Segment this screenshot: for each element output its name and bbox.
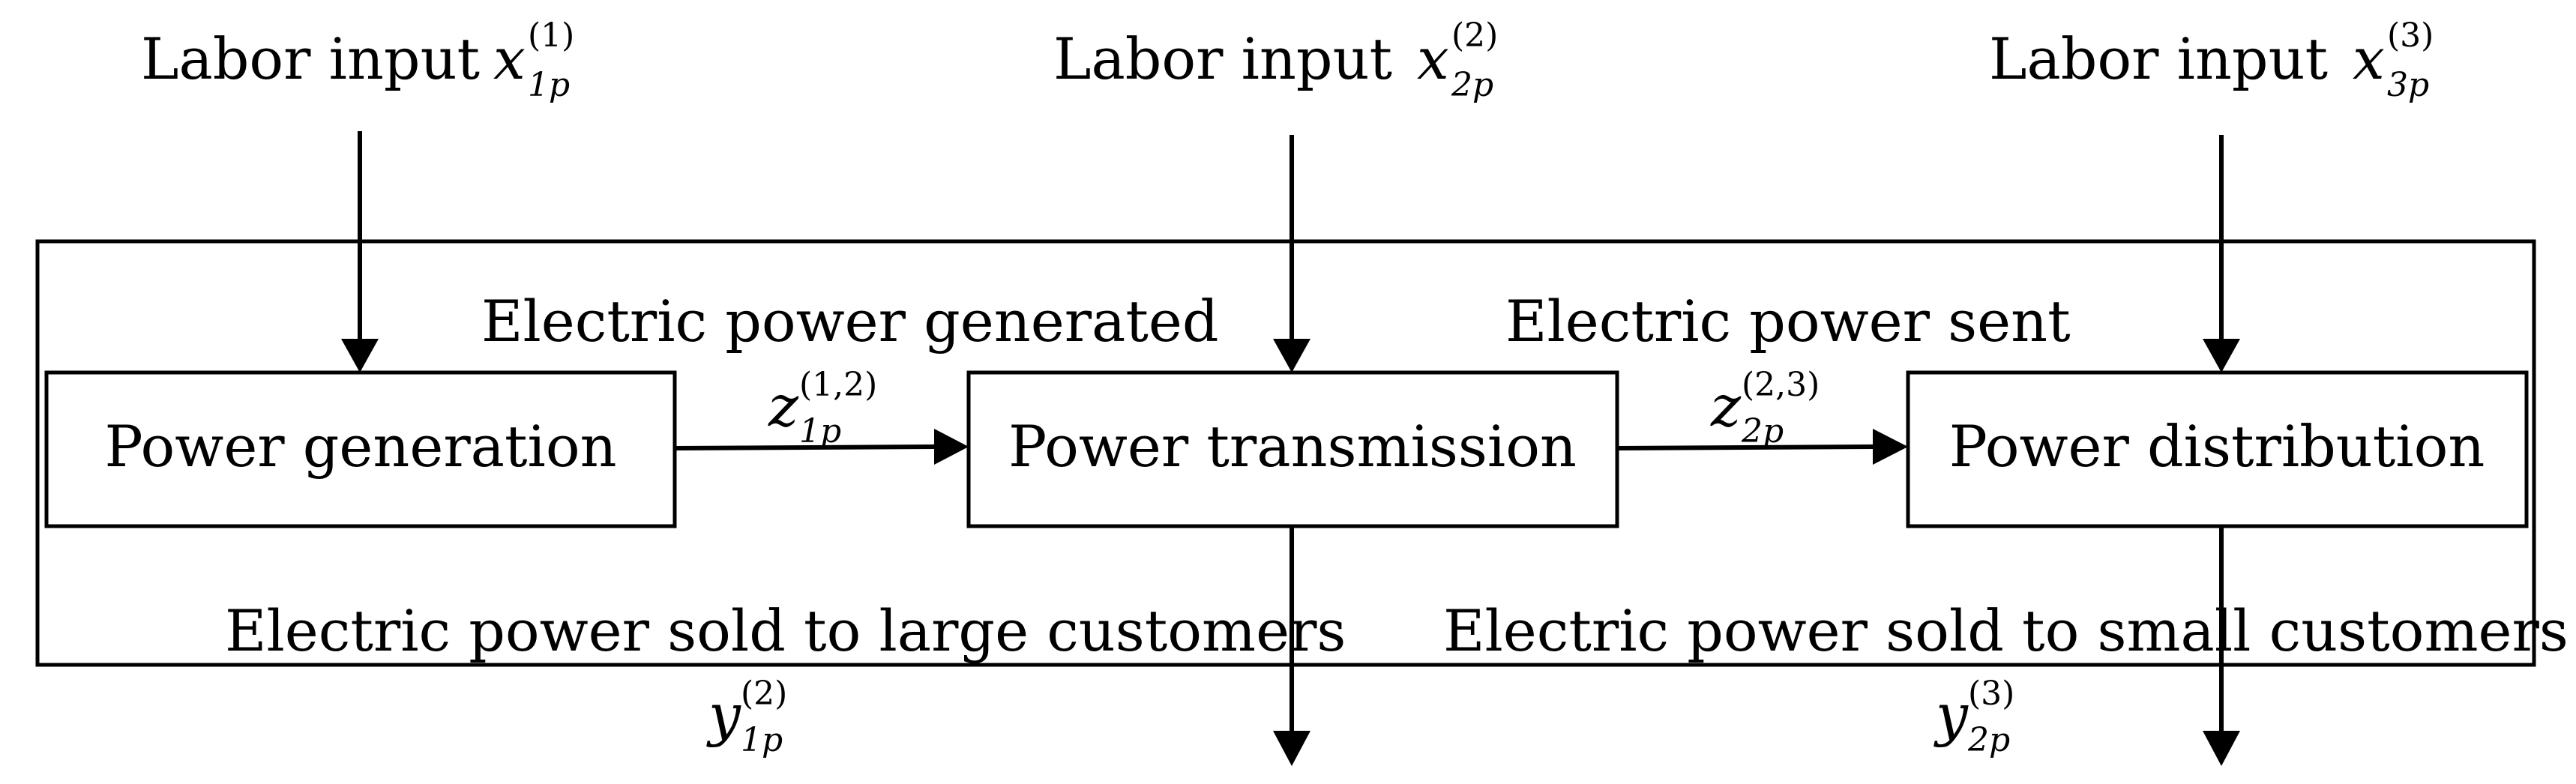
output-arrow-2-head bbox=[2203, 731, 2240, 766]
labor-arrow-3-head bbox=[2203, 339, 2240, 373]
labor-input-3-label: Labor input bbox=[1989, 25, 2328, 92]
flow-var-2-symbol: z bbox=[1710, 373, 1742, 439]
labor-input-2-var: x bbox=[1417, 25, 1449, 92]
output-arrow-1-head bbox=[1273, 731, 1310, 766]
flow-var-1-symbol: z bbox=[768, 373, 799, 439]
labor-input-1-sub: 1p bbox=[528, 66, 570, 104]
output-var-2-symbol: y bbox=[1933, 681, 1969, 748]
output-var-2-sub: 2p bbox=[1967, 721, 2010, 759]
labor-input-2-sub: 2p bbox=[1451, 66, 1493, 104]
flow-arrow-1-line bbox=[675, 444, 936, 450]
stage-box-generation bbox=[44, 370, 677, 528]
labor-input-2-label: Labor input bbox=[1053, 25, 1392, 92]
system-boundary-frame bbox=[35, 239, 2536, 667]
labor-input-1-var: x bbox=[493, 25, 526, 92]
flow-arrow-1-head bbox=[934, 429, 969, 465]
output-var-1-symbol: y bbox=[706, 681, 741, 748]
labor-input-3-var: x bbox=[2353, 25, 2385, 92]
flow-var-1: z (1,2) 1p bbox=[768, 366, 877, 450]
labor-input-3-sub: 3p bbox=[2387, 66, 2429, 104]
flow-caption-generated: Electric power generated bbox=[481, 288, 1219, 355]
stage-label-distribution: Power distribution bbox=[1949, 413, 2485, 480]
stage-label-generation: Power generation bbox=[104, 413, 616, 480]
output-caption-large: Electric power sold to large customers bbox=[225, 597, 1346, 664]
flow-arrow-2-head bbox=[1873, 429, 1908, 465]
flow-var-2: z (2,3) 2p bbox=[1710, 366, 1820, 450]
labor-input-3: Labor input x (3) 3p bbox=[1989, 16, 2434, 104]
labor-arrow-1-head bbox=[341, 339, 379, 373]
flow-var-2-sup: (2,3) bbox=[1742, 366, 1820, 404]
labor-input-1-label: Labor input bbox=[141, 25, 480, 92]
labor-input-3-sup: (3) bbox=[2387, 16, 2434, 55]
flow-arrow-2-line bbox=[1618, 444, 1875, 450]
output-caption-small: Electric power sold to small customers bbox=[1443, 597, 2569, 664]
labor-input-1: Labor input x (1) 1p bbox=[141, 16, 574, 104]
stage-box-distribution bbox=[1906, 370, 2529, 528]
labor-arrow-2-head bbox=[1273, 339, 1310, 373]
labor-input-1-sup: (1) bbox=[528, 16, 574, 55]
labor-input-2: Labor input x (2) 2p bbox=[1053, 16, 1498, 104]
output-var-1-sub: 1p bbox=[741, 721, 783, 759]
flow-caption-sent: Electric power sent bbox=[1505, 288, 2071, 355]
flow-var-2-sub: 2p bbox=[1741, 412, 1784, 450]
output-var-2: y (3) 2p bbox=[1933, 675, 2014, 759]
flow-var-1-sub: 1p bbox=[799, 412, 841, 450]
flow-var-1-sup: (1,2) bbox=[799, 366, 877, 404]
output-var-2-sup: (3) bbox=[1968, 675, 2014, 713]
output-var-1: y (2) 1p bbox=[706, 675, 787, 759]
output-var-1-sup: (2) bbox=[741, 675, 787, 713]
labor-input-2-sup: (2) bbox=[1451, 16, 1498, 55]
stage-label-transmission: Power transmission bbox=[1008, 413, 1577, 480]
